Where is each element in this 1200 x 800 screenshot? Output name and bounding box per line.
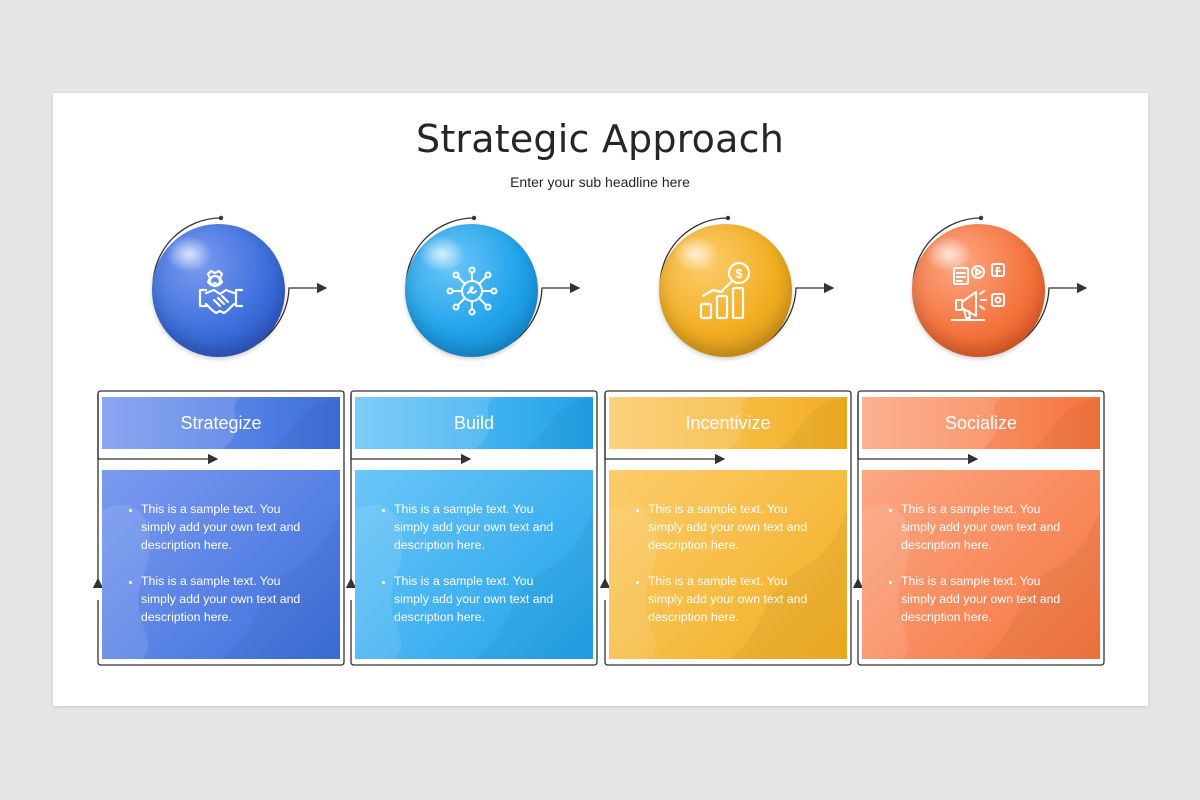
step-circle	[405, 224, 538, 357]
body-wave-shape	[609, 504, 847, 659]
step-header: Socialize	[862, 397, 1100, 449]
handshake-gear-icon	[198, 269, 244, 315]
bullet-list: This is a sample text. You simply add yo…	[874, 500, 1088, 644]
step-title: Socialize	[944, 413, 1018, 433]
gloss-highlight	[673, 236, 719, 272]
growth-chart-dollar-icon: $	[699, 261, 751, 320]
step-header: Build	[355, 397, 593, 449]
step-description-box: This is a sample text. You simply add yo…	[355, 470, 593, 659]
bullet-item: This is a sample text. You simply add yo…	[394, 500, 569, 554]
header-wave-shape	[862, 397, 1100, 449]
body-wave-shape	[355, 504, 593, 659]
bullet-item: This is a sample text. You simply add yo…	[648, 572, 823, 626]
bullet-item: This is a sample text. You simply add yo…	[141, 572, 316, 626]
step-description-box: This is a sample text. You simply add yo…	[609, 470, 847, 659]
header-wave-shape	[355, 397, 593, 449]
step-circle	[912, 224, 1045, 357]
gloss-highlight	[166, 236, 212, 272]
bullet-list: This is a sample text. You simply add yo…	[367, 500, 581, 644]
bullet-item: This is a sample text. You simply add yo…	[901, 500, 1076, 554]
bullet-item: This is a sample text. You simply add yo…	[648, 500, 823, 554]
step-header: Incentivize	[609, 397, 847, 449]
step-header: Strategize	[102, 397, 340, 449]
step-column-incentivize: $ Incentivize This is a sample text. You…	[599, 0, 857, 800]
slide-title: Strategic Approach	[416, 117, 784, 161]
step-column-strategize: Strategize This is a sample text. You si…	[92, 0, 350, 800]
gloss-highlight	[926, 236, 972, 272]
step-title: Strategize	[180, 413, 262, 433]
bullet-item: This is a sample text. You simply add yo…	[901, 572, 1076, 626]
step-column-build: Build This is a sample text. You simply …	[345, 0, 603, 800]
body-wave-shape	[102, 504, 340, 659]
svg-text:$: $	[735, 266, 743, 281]
bullet-item: This is a sample text. You simply add yo…	[394, 572, 569, 626]
header-wave-shape	[102, 397, 340, 449]
slide-subtitle: Enter your sub headline here	[510, 174, 690, 190]
step-title: Incentivize	[685, 413, 771, 433]
bullet-list: This is a sample text. You simply add yo…	[621, 500, 835, 644]
step-column-socialize: Socialize This is a sample text. You sim…	[852, 0, 1110, 800]
gloss-highlight	[419, 236, 465, 272]
network-wrench-icon	[446, 266, 498, 316]
bullet-item: This is a sample text. You simply add yo…	[141, 500, 316, 554]
step-title: Build	[453, 413, 495, 433]
megaphone-social-icon	[951, 263, 1005, 321]
header-wave-shape	[609, 397, 847, 449]
body-wave-shape	[862, 504, 1100, 659]
step-description-box: This is a sample text. You simply add yo…	[102, 470, 340, 659]
step-circle: $	[659, 224, 792, 357]
step-description-box: This is a sample text. You simply add yo…	[862, 470, 1100, 659]
step-circle	[152, 224, 285, 357]
bullet-list: This is a sample text. You simply add yo…	[114, 500, 328, 644]
